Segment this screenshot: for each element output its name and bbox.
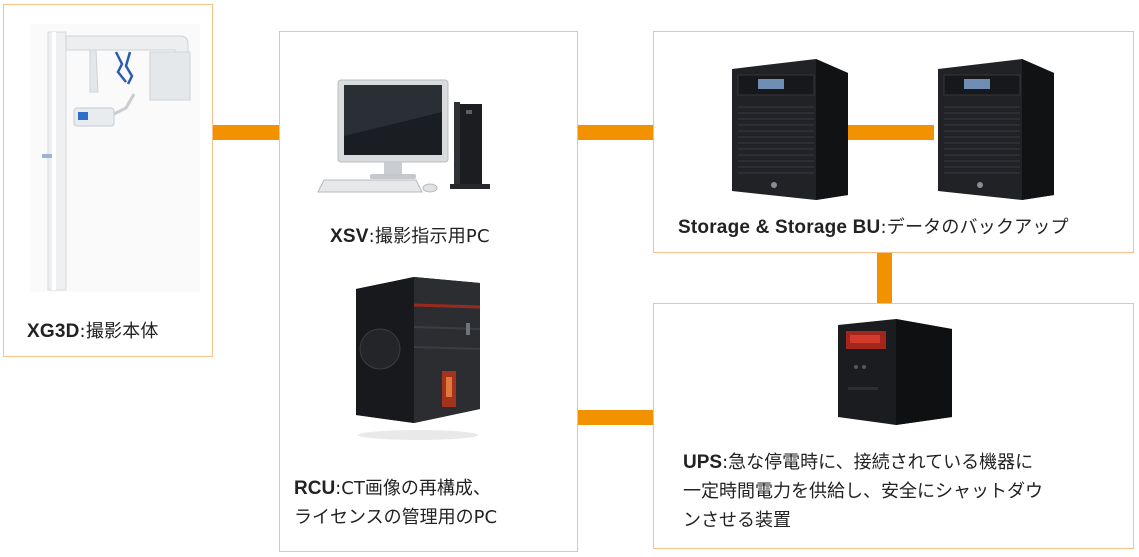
xsv-name: XSV	[330, 226, 369, 247]
connector-xsv-storage	[578, 125, 653, 140]
connector-storage-storagebu	[846, 125, 934, 140]
xg3d-desc: 撮影本体	[85, 321, 159, 342]
connector-rcu-ups	[578, 410, 653, 425]
storage-caption: Storage & Storage BU:データのバックアップ	[678, 213, 1069, 239]
connector-xg3d-xsv	[213, 125, 279, 140]
ups-line-1: UPS:急な停電時に、接続されている機器に	[683, 448, 1123, 477]
nas-storage-icon	[938, 59, 1054, 200]
ups-desc-1: 急な停電時に、接続されている機器に	[728, 452, 1034, 473]
rcu-line-2: ライセンスの管理用のPC	[294, 507, 498, 528]
rcu-desc-1: CT画像の再構成、	[341, 478, 491, 499]
xg3d-caption: XG3D:撮影本体	[27, 317, 159, 343]
storage-desc: データのバックアップ	[886, 217, 1069, 238]
tower-server-icon	[356, 277, 481, 440]
desktop-pc-icon	[317, 79, 490, 193]
ups-name: UPS	[683, 452, 723, 473]
xsv-caption: XSV:撮影指示用PC	[330, 222, 490, 248]
xsv-sep: :	[368, 226, 375, 247]
ups-line-3: ンさせる装置	[683, 510, 791, 531]
dental-xray-unit-icon	[30, 24, 200, 292]
ups-caption: UPS:急な停電時に、接続されている機器に 一定時間電力を供給し、安全にシャット…	[683, 448, 1123, 535]
connector-storage-ups	[877, 253, 892, 303]
rcu-sep: :	[335, 478, 342, 499]
xg3d-name: XG3D	[27, 321, 80, 342]
nas-storage-icon	[732, 59, 848, 200]
xsv-desc: 撮影指示用PC	[374, 226, 490, 247]
storage-name: Storage & Storage BU	[678, 217, 881, 238]
rcu-caption: RCU:CT画像の再構成、 ライセンスの管理用のPC	[294, 474, 574, 532]
rcu-name: RCU	[294, 478, 336, 499]
ups-line-2: 一定時間電力を供給し、安全にシャットダウ	[683, 481, 1043, 502]
ups-sep: :	[722, 452, 729, 473]
storage-sep: :	[880, 217, 887, 238]
ups-icon	[838, 319, 952, 425]
xg3d-sep: :	[79, 321, 86, 342]
rcu-line-1: RCU:CT画像の再構成、	[294, 474, 574, 503]
